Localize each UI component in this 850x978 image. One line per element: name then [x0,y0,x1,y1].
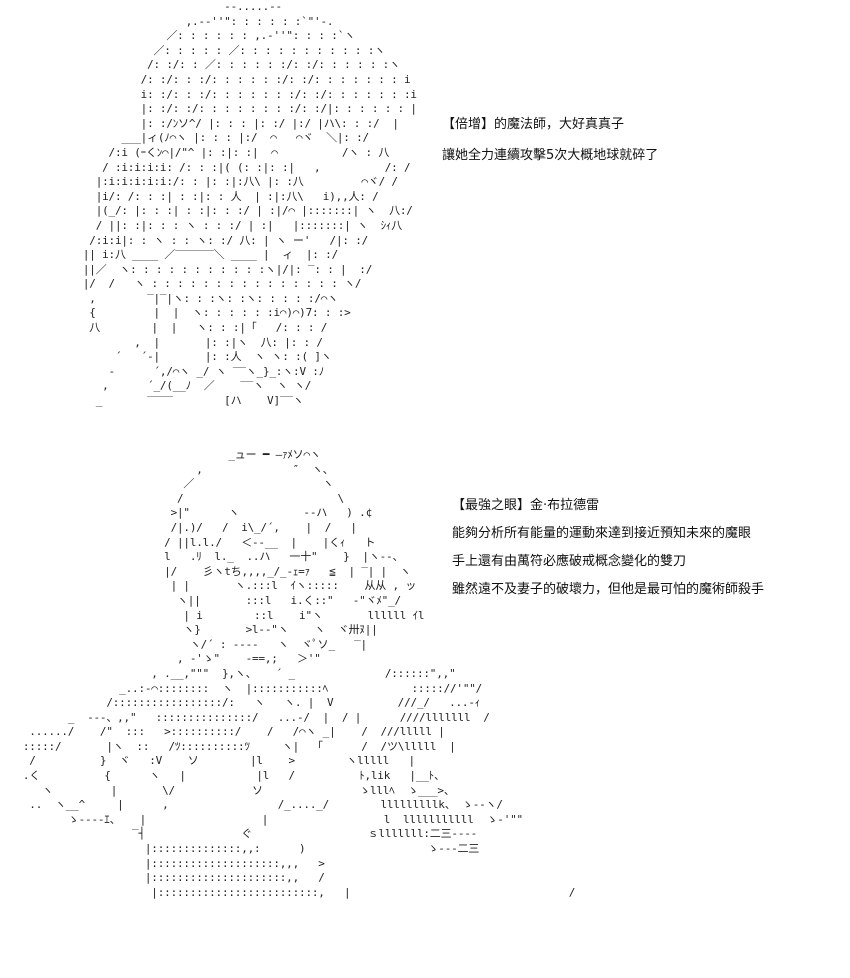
caption-swordsman-desc-1: 能夠分析所有能量的運動來達到接近預知未來的魔眼 [452,526,752,541]
ascii-art-swordsman: _ュー ━ ―ｧﾒソ⌒ヽ , ″ ヽ、 ／ ヽ / \ >|" [22,448,576,899]
ascii-art-mage-girl: --.....-- ,.-‐''": : : : : :`"'-. ／: : :… [82,0,417,408]
caption-mage: 【倍增】的魔法師，大好真真子 讓她全力連續攻擊5次大概地球就碎了 [442,116,658,164]
caption-mage-title: 【倍增】的魔法師，大好真真子 [442,117,625,132]
caption-swordsman: 【最強之眼】金·布拉德雷 能夠分析所有能量的運動來達到接近預知未來的魔眼 手上還… [452,497,764,598]
caption-swordsman-desc-3: 雖然遠不及妻子的破壞力，但他是最可怕的魔術師殺手 [452,582,765,597]
caption-swordsman-desc-2: 手上還有由萬符必應破戒概念變化的雙刀 [452,554,687,569]
caption-swordsman-title: 【最強之眼】金·布拉德雷 [452,498,600,513]
caption-mage-desc: 讓她全力連續攻擊5次大概地球就碎了 [442,148,659,163]
